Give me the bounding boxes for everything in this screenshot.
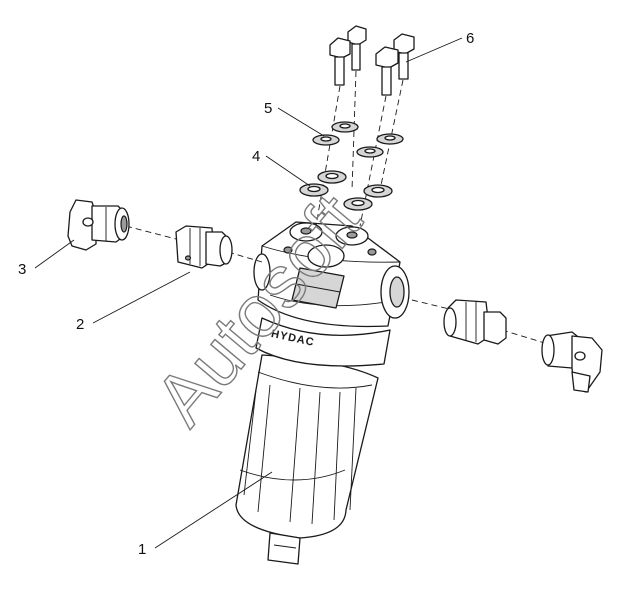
callout-6: 6 <box>466 30 474 47</box>
filter-head: HYDAC <box>253 221 410 367</box>
elbow-fitting-left <box>67 199 130 251</box>
adapter-fitting-right <box>443 299 507 345</box>
adapter-fitting-left <box>175 225 233 269</box>
callout-2: 2 <box>76 316 84 333</box>
elbow-fitting-right <box>541 331 603 393</box>
callout-1: 1 <box>138 541 146 558</box>
mounting-bolts <box>329 25 415 96</box>
filter-bowl <box>235 354 379 565</box>
callout-3: 3 <box>18 261 26 278</box>
callout-5: 5 <box>264 100 272 117</box>
flat-washers <box>299 170 393 211</box>
leader-lines <box>34 37 463 549</box>
callout-4: 4 <box>252 148 260 165</box>
spring-washers <box>312 121 404 158</box>
